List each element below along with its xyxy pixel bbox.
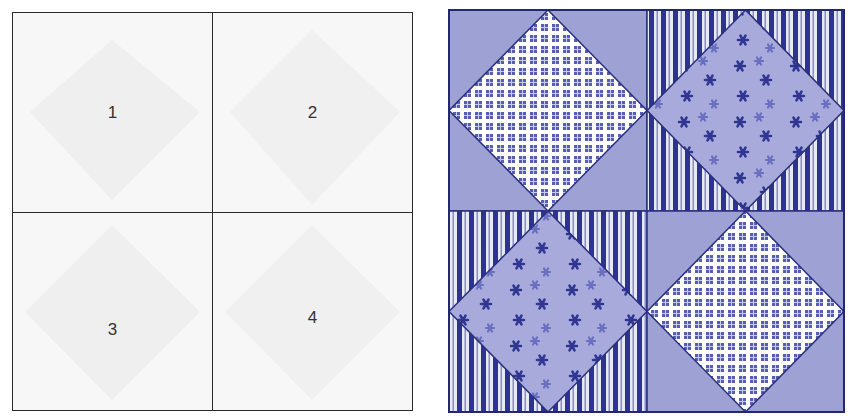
plaid-diamond bbox=[449, 10, 647, 211]
floral-diamond bbox=[647, 10, 844, 211]
cell-number: 2 bbox=[308, 104, 317, 121]
cell-number: 4 bbox=[308, 309, 317, 326]
cell-number: 3 bbox=[108, 321, 117, 338]
template-fill bbox=[12, 12, 413, 411]
grid-cell: 4 bbox=[212, 212, 413, 411]
cell-number: 1 bbox=[108, 104, 117, 121]
grid-cell: 1 bbox=[12, 12, 213, 213]
template-ground bbox=[12, 12, 413, 411]
faint-shape bbox=[25, 225, 200, 400]
solid-corners bbox=[647, 211, 844, 412]
faint-shape bbox=[225, 225, 400, 400]
grid-cell: 3 bbox=[12, 212, 213, 411]
grid-cell: 2 bbox=[212, 12, 413, 213]
faint-shape bbox=[30, 40, 200, 200]
floral-diamond bbox=[449, 211, 647, 412]
solid-corners bbox=[449, 10, 647, 211]
striped-corners bbox=[647, 10, 844, 211]
striped-corners bbox=[449, 211, 647, 412]
quilt-border bbox=[449, 10, 844, 412]
faint-shape bbox=[230, 30, 400, 205]
quilt-blocks bbox=[449, 10, 844, 412]
plaid-diamond bbox=[647, 211, 844, 412]
